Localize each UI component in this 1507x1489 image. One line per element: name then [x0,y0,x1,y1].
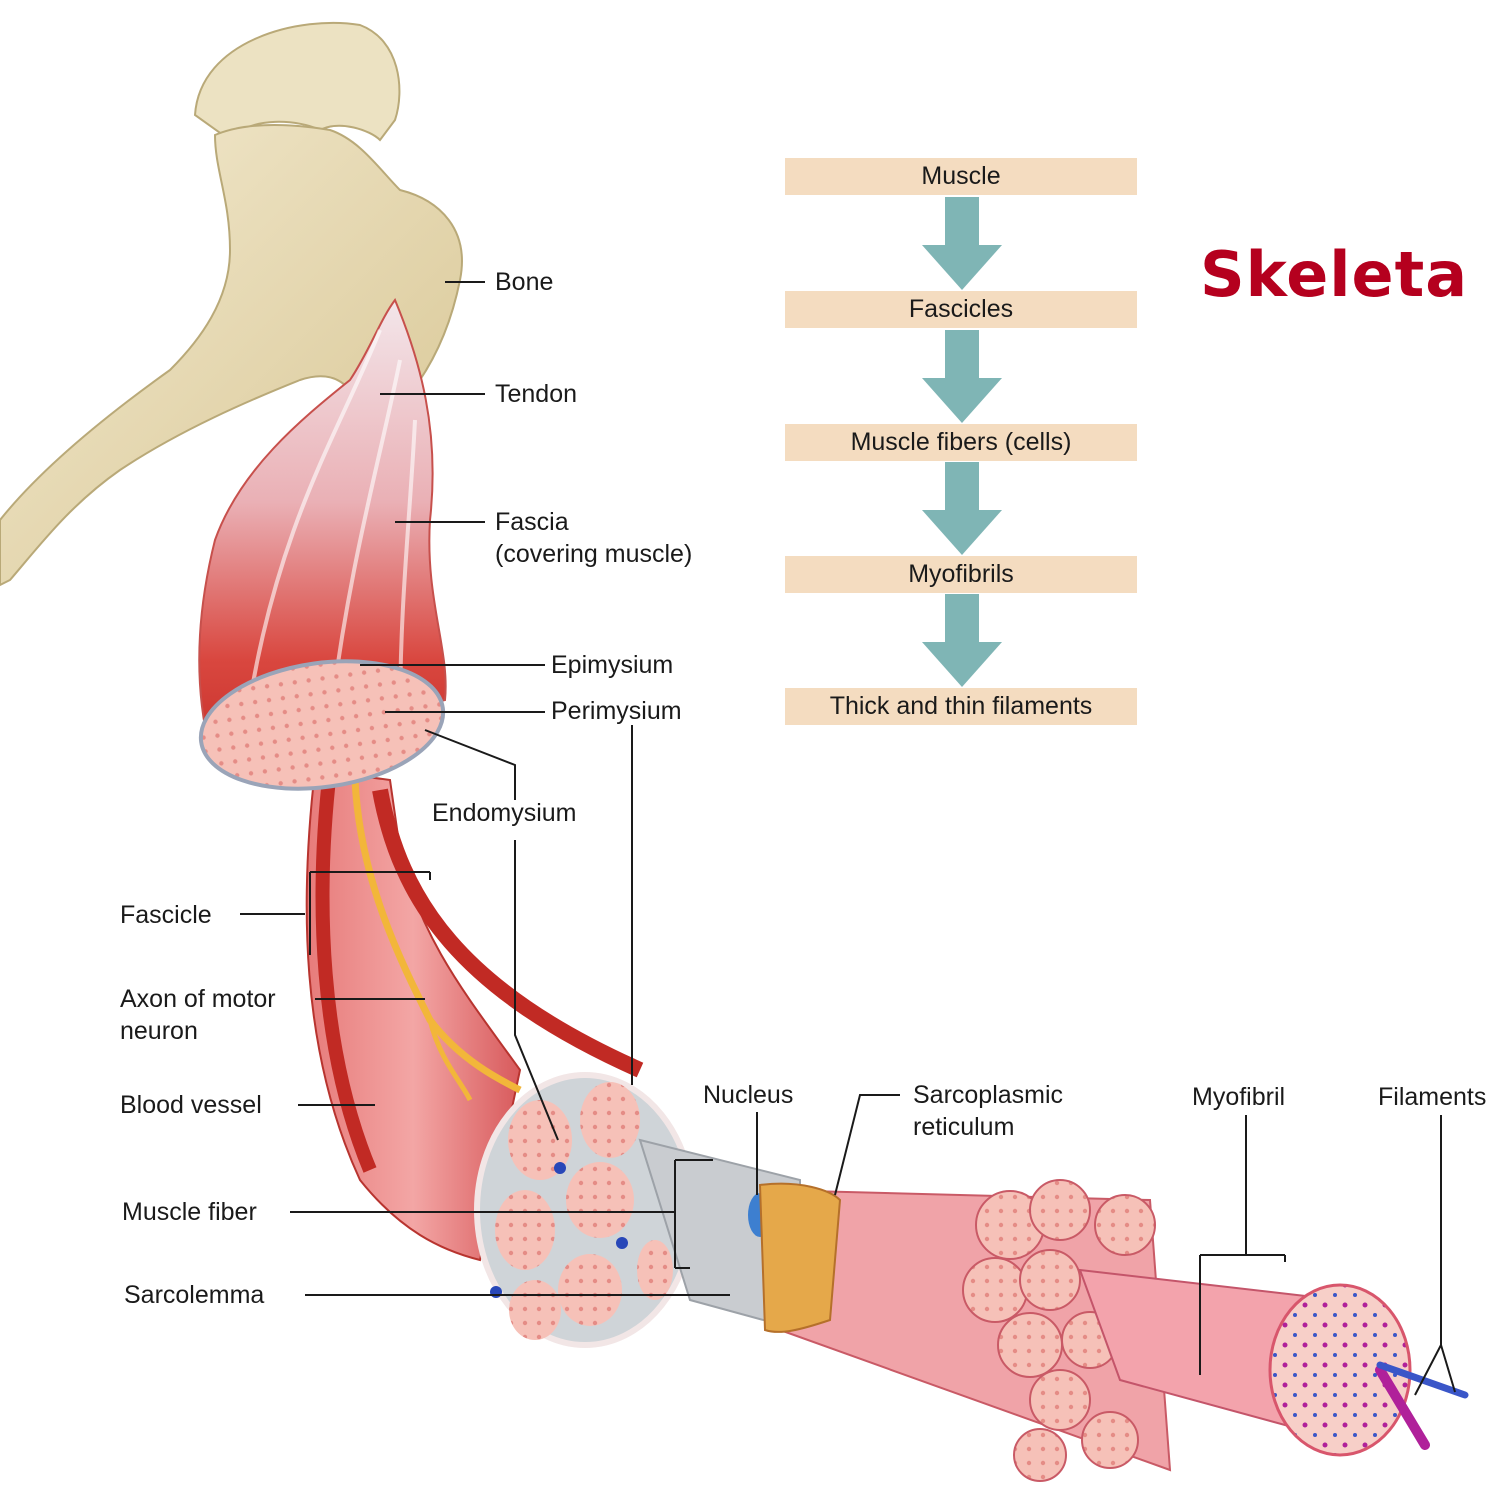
label-filaments: Filaments [1378,1081,1486,1113]
fascicle-cross-section [477,1075,693,1345]
label-perimysium: Perimysium [551,695,682,727]
label-axon-sub: neuron [120,1015,198,1047]
label-axon: Axon of motor [120,983,276,1015]
label-fascia-sub: (covering muscle) [495,538,692,570]
label-fascicle: Fascicle [120,899,212,931]
flow-box-muscle-fibers: Muscle fibers (cells) [785,424,1137,461]
label-myofibril: Myofibril [1192,1081,1285,1113]
label-epimysium: Epimysium [551,649,673,681]
label-nucleus: Nucleus [703,1079,793,1111]
label-fascia: Fascia [495,506,569,538]
label-blood-vessel: Blood vessel [120,1089,262,1121]
flow-box-filaments: Thick and thin filaments [785,688,1137,725]
flow-box-myofibrils: Myofibrils [785,556,1137,593]
label-reticulum: reticulum [913,1111,1014,1143]
slide-title: Skeleta [1200,238,1468,311]
label-tendon: Tendon [495,378,577,410]
label-muscle-fiber: Muscle fiber [122,1196,257,1228]
flow-box-fascicles: Fascicles [785,291,1137,328]
label-endomysium: Endomysium [432,797,577,829]
label-sarcoplasmic: Sarcoplasmic [913,1079,1063,1111]
label-sarcolemma: Sarcolemma [124,1279,264,1311]
label-bone: Bone [495,266,553,298]
flow-box-muscle: Muscle [785,158,1137,195]
